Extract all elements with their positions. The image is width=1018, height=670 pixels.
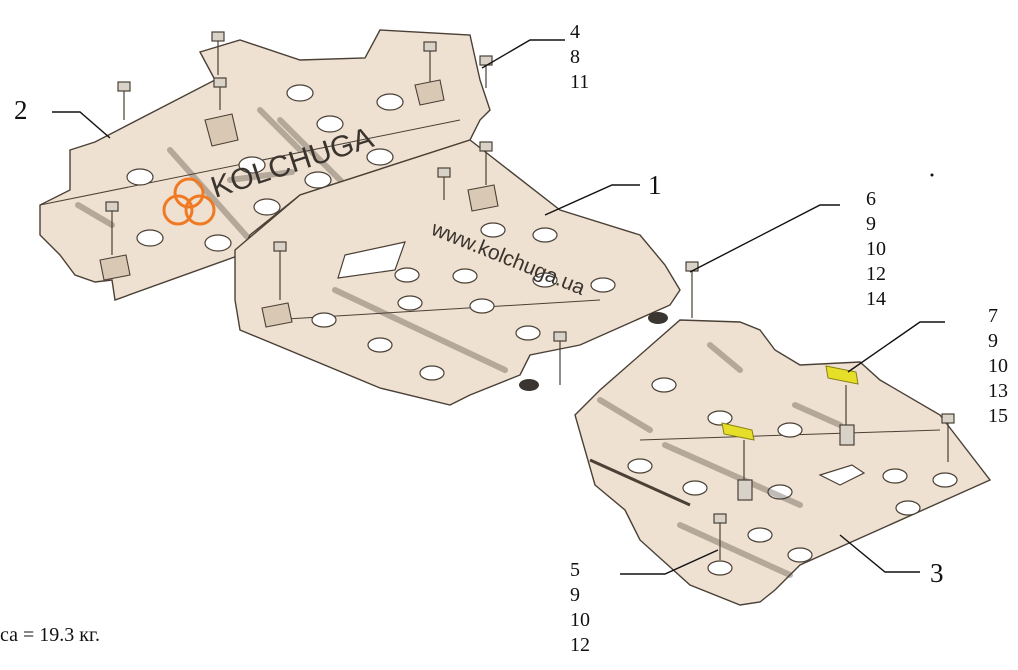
mounting-brackets: [99, 79, 499, 328]
callout-item: 9: [866, 213, 876, 235]
callout-group-right: 7 9 10 13 15: [988, 304, 1008, 429]
callout-group-bottom: 5 9 10 12: [570, 558, 590, 658]
callout-item: 13: [988, 380, 1008, 402]
callout-item: 8: [570, 46, 580, 68]
callout-item: 10: [570, 609, 590, 631]
callout-item: 7: [988, 305, 998, 327]
callout-item: 9: [570, 584, 580, 606]
callout-item: 9: [988, 330, 998, 352]
callout-item: 12: [866, 263, 886, 285]
highlighted-brackets: [721, 365, 859, 441]
part-1-plate: [227, 139, 681, 406]
callout-item: 6: [866, 188, 876, 210]
callout-item: 14: [866, 288, 886, 310]
callout-item: 10: [866, 238, 886, 260]
callout-item: 15: [988, 405, 1008, 427]
callout-item: 12: [570, 634, 590, 656]
callout-item: 4: [570, 21, 580, 43]
part-3-plate: [574, 319, 992, 606]
part-2-plate: [39, 29, 491, 301]
callout-item: 11: [570, 71, 590, 93]
mass-label: са = 19.3 кг.: [0, 624, 100, 646]
leader-lines: [52, 39, 945, 575]
callout-part-1: 1: [648, 170, 662, 200]
callout-group-mid: 6 9 10 12 14: [866, 187, 886, 312]
callout-group-top: 4 8 11: [570, 20, 589, 95]
callout-item: 5: [570, 559, 580, 581]
callout-part-3: 3: [930, 558, 944, 588]
callout-item: 10: [988, 355, 1008, 377]
callout-part-2: 2: [14, 95, 28, 125]
